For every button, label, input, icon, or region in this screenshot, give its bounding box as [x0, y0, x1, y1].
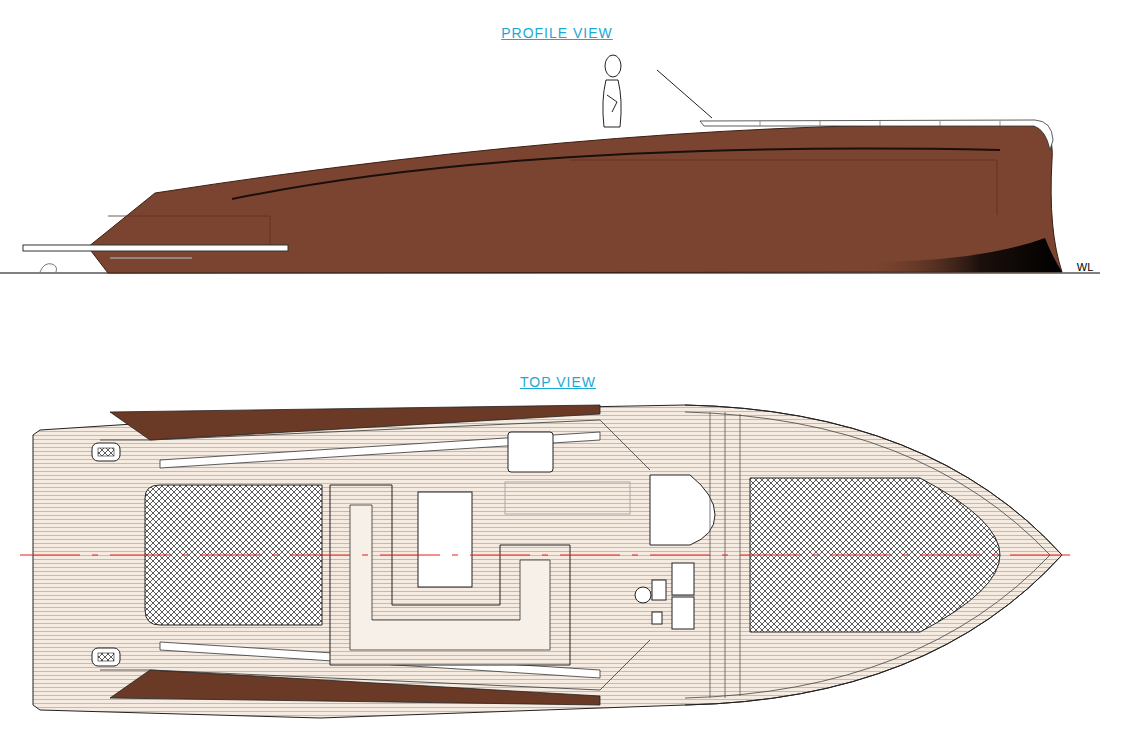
- hatch: [508, 432, 553, 472]
- swim-platform: [23, 245, 288, 251]
- table: [418, 492, 472, 587]
- top-view: [20, 405, 1070, 718]
- windshield-rail: [700, 120, 1053, 150]
- view-heading: TOP VIEW: [520, 375, 596, 389]
- console-outline: [505, 482, 630, 514]
- bow-shadow: [860, 238, 1062, 272]
- rail-posts: [760, 121, 1000, 126]
- dashboard: [635, 563, 694, 629]
- panel-line: [108, 216, 270, 245]
- trim-line: [110, 257, 192, 259]
- waterline-label: WL: [1077, 262, 1094, 273]
- hull-side: [110, 670, 600, 705]
- panel-line: [570, 160, 997, 215]
- cockpit-seat: [330, 485, 570, 665]
- helm-seat: [650, 475, 715, 545]
- person-figure: [603, 55, 621, 127]
- outboard-symbol: [40, 264, 57, 272]
- profile-view: [0, 55, 1100, 273]
- sheer-line: [232, 149, 1000, 199]
- deck-outline: [33, 405, 1062, 718]
- center-line: [20, 555, 1070, 556]
- view-heading: PROFILE VIEW: [501, 26, 613, 40]
- antenna: [657, 70, 712, 118]
